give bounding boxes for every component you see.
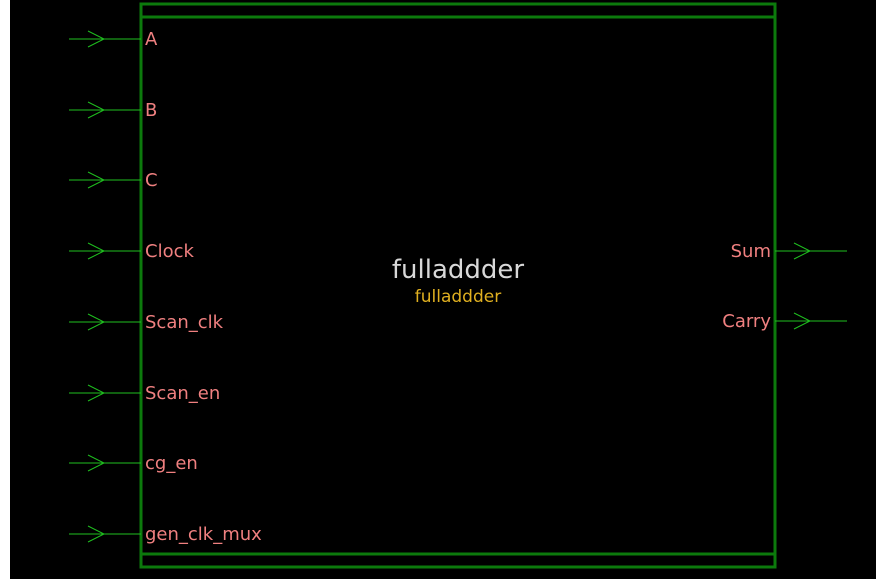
output-pin-sum-label: Sum (731, 241, 771, 262)
input-arrow-icon (87, 242, 106, 260)
input-pin-scan-clk[interactable]: Scan_clk (69, 312, 224, 333)
input-arrow-icon (87, 313, 106, 331)
output-arrow-icon (793, 242, 812, 260)
input-pin-scan-en[interactable]: Scan_en (69, 383, 220, 404)
input-pin-a-label: A (145, 29, 158, 50)
input-pin-c[interactable]: C (69, 170, 158, 191)
output-pin-sum[interactable]: Sum (731, 241, 847, 262)
input-pin-gen-clk-mux[interactable]: gen_clk_mux (69, 524, 262, 545)
input-pin-gen-clk-mux-label: gen_clk_mux (145, 524, 262, 545)
input-arrow-icon (87, 525, 106, 543)
block-outline (139, 2, 777, 569)
input-arrow-icon (87, 454, 106, 472)
output-arrow-icon (793, 312, 812, 330)
block-subtitle: fulladdder (415, 287, 501, 307)
input-pin-scan-clk-label: Scan_clk (145, 312, 224, 333)
input-pin-cg-en[interactable]: cg_en (69, 453, 198, 474)
input-pin-a[interactable]: A (69, 29, 158, 50)
input-pin-scan-en-label: Scan_en (145, 383, 220, 404)
input-pin-clock[interactable]: Clock (69, 241, 194, 262)
input-arrow-icon (87, 171, 106, 189)
input-arrow-icon (87, 384, 106, 402)
output-pin-carry-label: Carry (722, 311, 771, 332)
input-arrow-icon (87, 101, 106, 119)
input-pin-b[interactable]: B (69, 100, 157, 121)
input-pin-clock-label: Clock (145, 241, 194, 262)
input-arrow-icon (87, 30, 106, 48)
block-symbol[interactable]: fulladdder fulladdder (139, 2, 777, 569)
block-title: fulladdder (392, 255, 525, 285)
input-pin-cg-en-label: cg_en (145, 453, 198, 474)
input-pin-c-label: C (145, 170, 158, 191)
input-pin-b-label: B (145, 100, 157, 121)
output-pin-carry[interactable]: Carry (722, 311, 847, 332)
schematic-background (10, 0, 876, 579)
